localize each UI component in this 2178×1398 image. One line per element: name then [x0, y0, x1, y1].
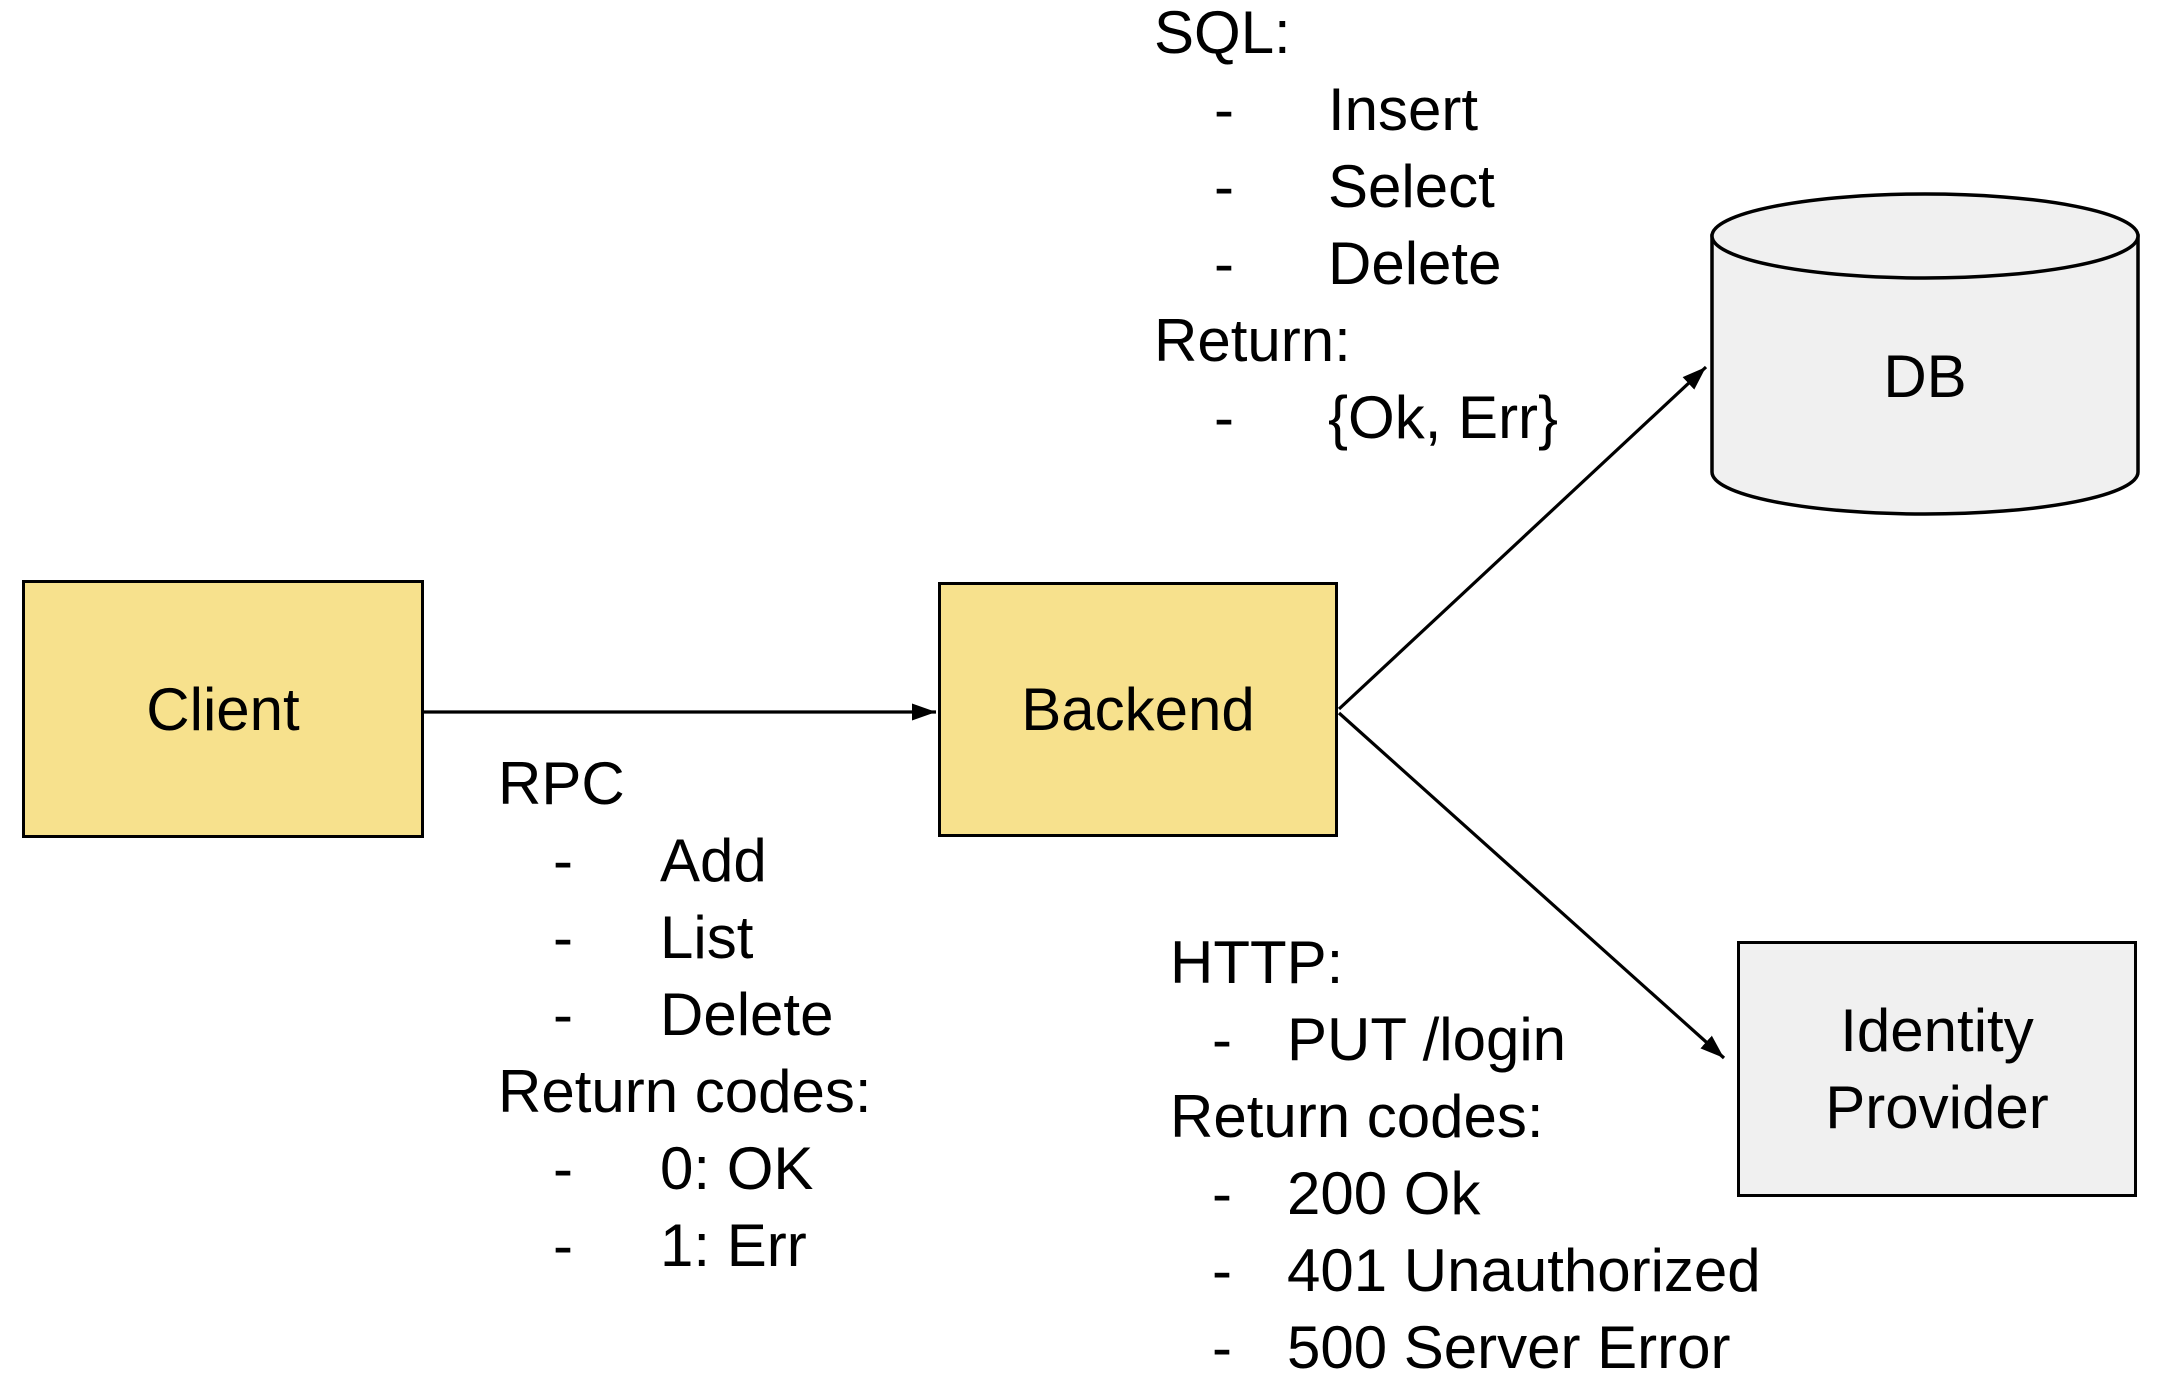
sql-item-text: Insert: [1328, 76, 1479, 143]
bullet-dash: -: [553, 904, 573, 971]
sql-return-header: Return:: [1154, 307, 1351, 374]
http-return-item-text: 401 Unauthorized: [1287, 1237, 1761, 1304]
bullet-dash: -: [553, 1212, 573, 1279]
rpc-header: RPC: [498, 750, 625, 817]
rpc-return-item: - 0: OK: [498, 1130, 872, 1207]
db-node: DB: [1706, 190, 2144, 520]
http-item: -PUT /login: [1170, 1001, 1761, 1078]
bullet-dash: -: [553, 827, 573, 894]
rpc-return-item: - 1: Err: [498, 1207, 872, 1284]
bullet-dash: -: [553, 1135, 573, 1202]
backend-node: Backend: [938, 582, 1338, 837]
rpc-annotation: RPC - Add - List - Delete Return codes: - 0:…: [498, 745, 872, 1284]
http-return-item-text: 200 Ok: [1287, 1160, 1481, 1227]
http-return-item: -401 Unauthorized: [1170, 1232, 1761, 1309]
http-return-header: Return codes:: [1170, 1083, 1544, 1150]
rpc-item-text: List: [660, 904, 754, 971]
backend-label: Backend: [1021, 676, 1255, 743]
http-return-item: -200 Ok: [1170, 1155, 1761, 1232]
rpc-item: - List: [498, 899, 872, 976]
client-node: Client: [22, 580, 424, 838]
bullet-dash: -: [1212, 1237, 1232, 1304]
sql-return-item-text: {Ok, Err}: [1328, 384, 1559, 451]
http-item-text: PUT /login: [1287, 1006, 1567, 1073]
rpc-return-item-text: 1: Err: [660, 1212, 807, 1279]
db-cylinder-icon: [1710, 192, 2140, 516]
identity-provider-node: Identity Provider: [1737, 941, 2137, 1197]
sql-item-text: Select: [1328, 153, 1495, 220]
bullet-dash: -: [1212, 1160, 1232, 1227]
bullet-dash: -: [1214, 76, 1234, 143]
rpc-item: - Delete: [498, 976, 872, 1053]
db-label: DB: [1883, 343, 1967, 410]
rpc-item-text: Delete: [660, 981, 834, 1048]
identity-provider-label-line2: Provider: [1825, 1074, 2049, 1141]
sql-return-item: - {Ok, Err}: [1154, 379, 1558, 456]
bullet-dash: -: [1214, 384, 1234, 451]
sql-item-text: Delete: [1328, 230, 1502, 297]
http-return-item: -500 Server Error: [1170, 1309, 1761, 1386]
bullet-dash: -: [1212, 1006, 1232, 1073]
sql-item: - Insert: [1154, 71, 1558, 148]
http-return-item-text: 500 Server Error: [1287, 1314, 1731, 1381]
sql-item: - Select: [1154, 148, 1558, 225]
http-header: HTTP:: [1170, 929, 1344, 996]
rpc-return-header: Return codes:: [498, 1058, 872, 1125]
sql-item: - Delete: [1154, 225, 1558, 302]
identity-provider-label-line1: Identity: [1840, 997, 2034, 1064]
rpc-item-text: Add: [660, 827, 767, 894]
rpc-return-item-text: 0: OK: [660, 1135, 814, 1202]
sql-header: SQL:: [1154, 0, 1291, 66]
client-label: Client: [146, 675, 300, 743]
http-annotation: HTTP: -PUT /login Return codes: -200 Ok …: [1170, 924, 1761, 1386]
bullet-dash: -: [1214, 230, 1234, 297]
bullet-dash: -: [1214, 153, 1234, 220]
sql-annotation: SQL: - Insert - Select - Delete Return: - {O…: [1154, 0, 1558, 456]
rpc-item: - Add: [498, 822, 872, 899]
bullet-dash: -: [1212, 1314, 1232, 1381]
bullet-dash: -: [553, 981, 573, 1048]
